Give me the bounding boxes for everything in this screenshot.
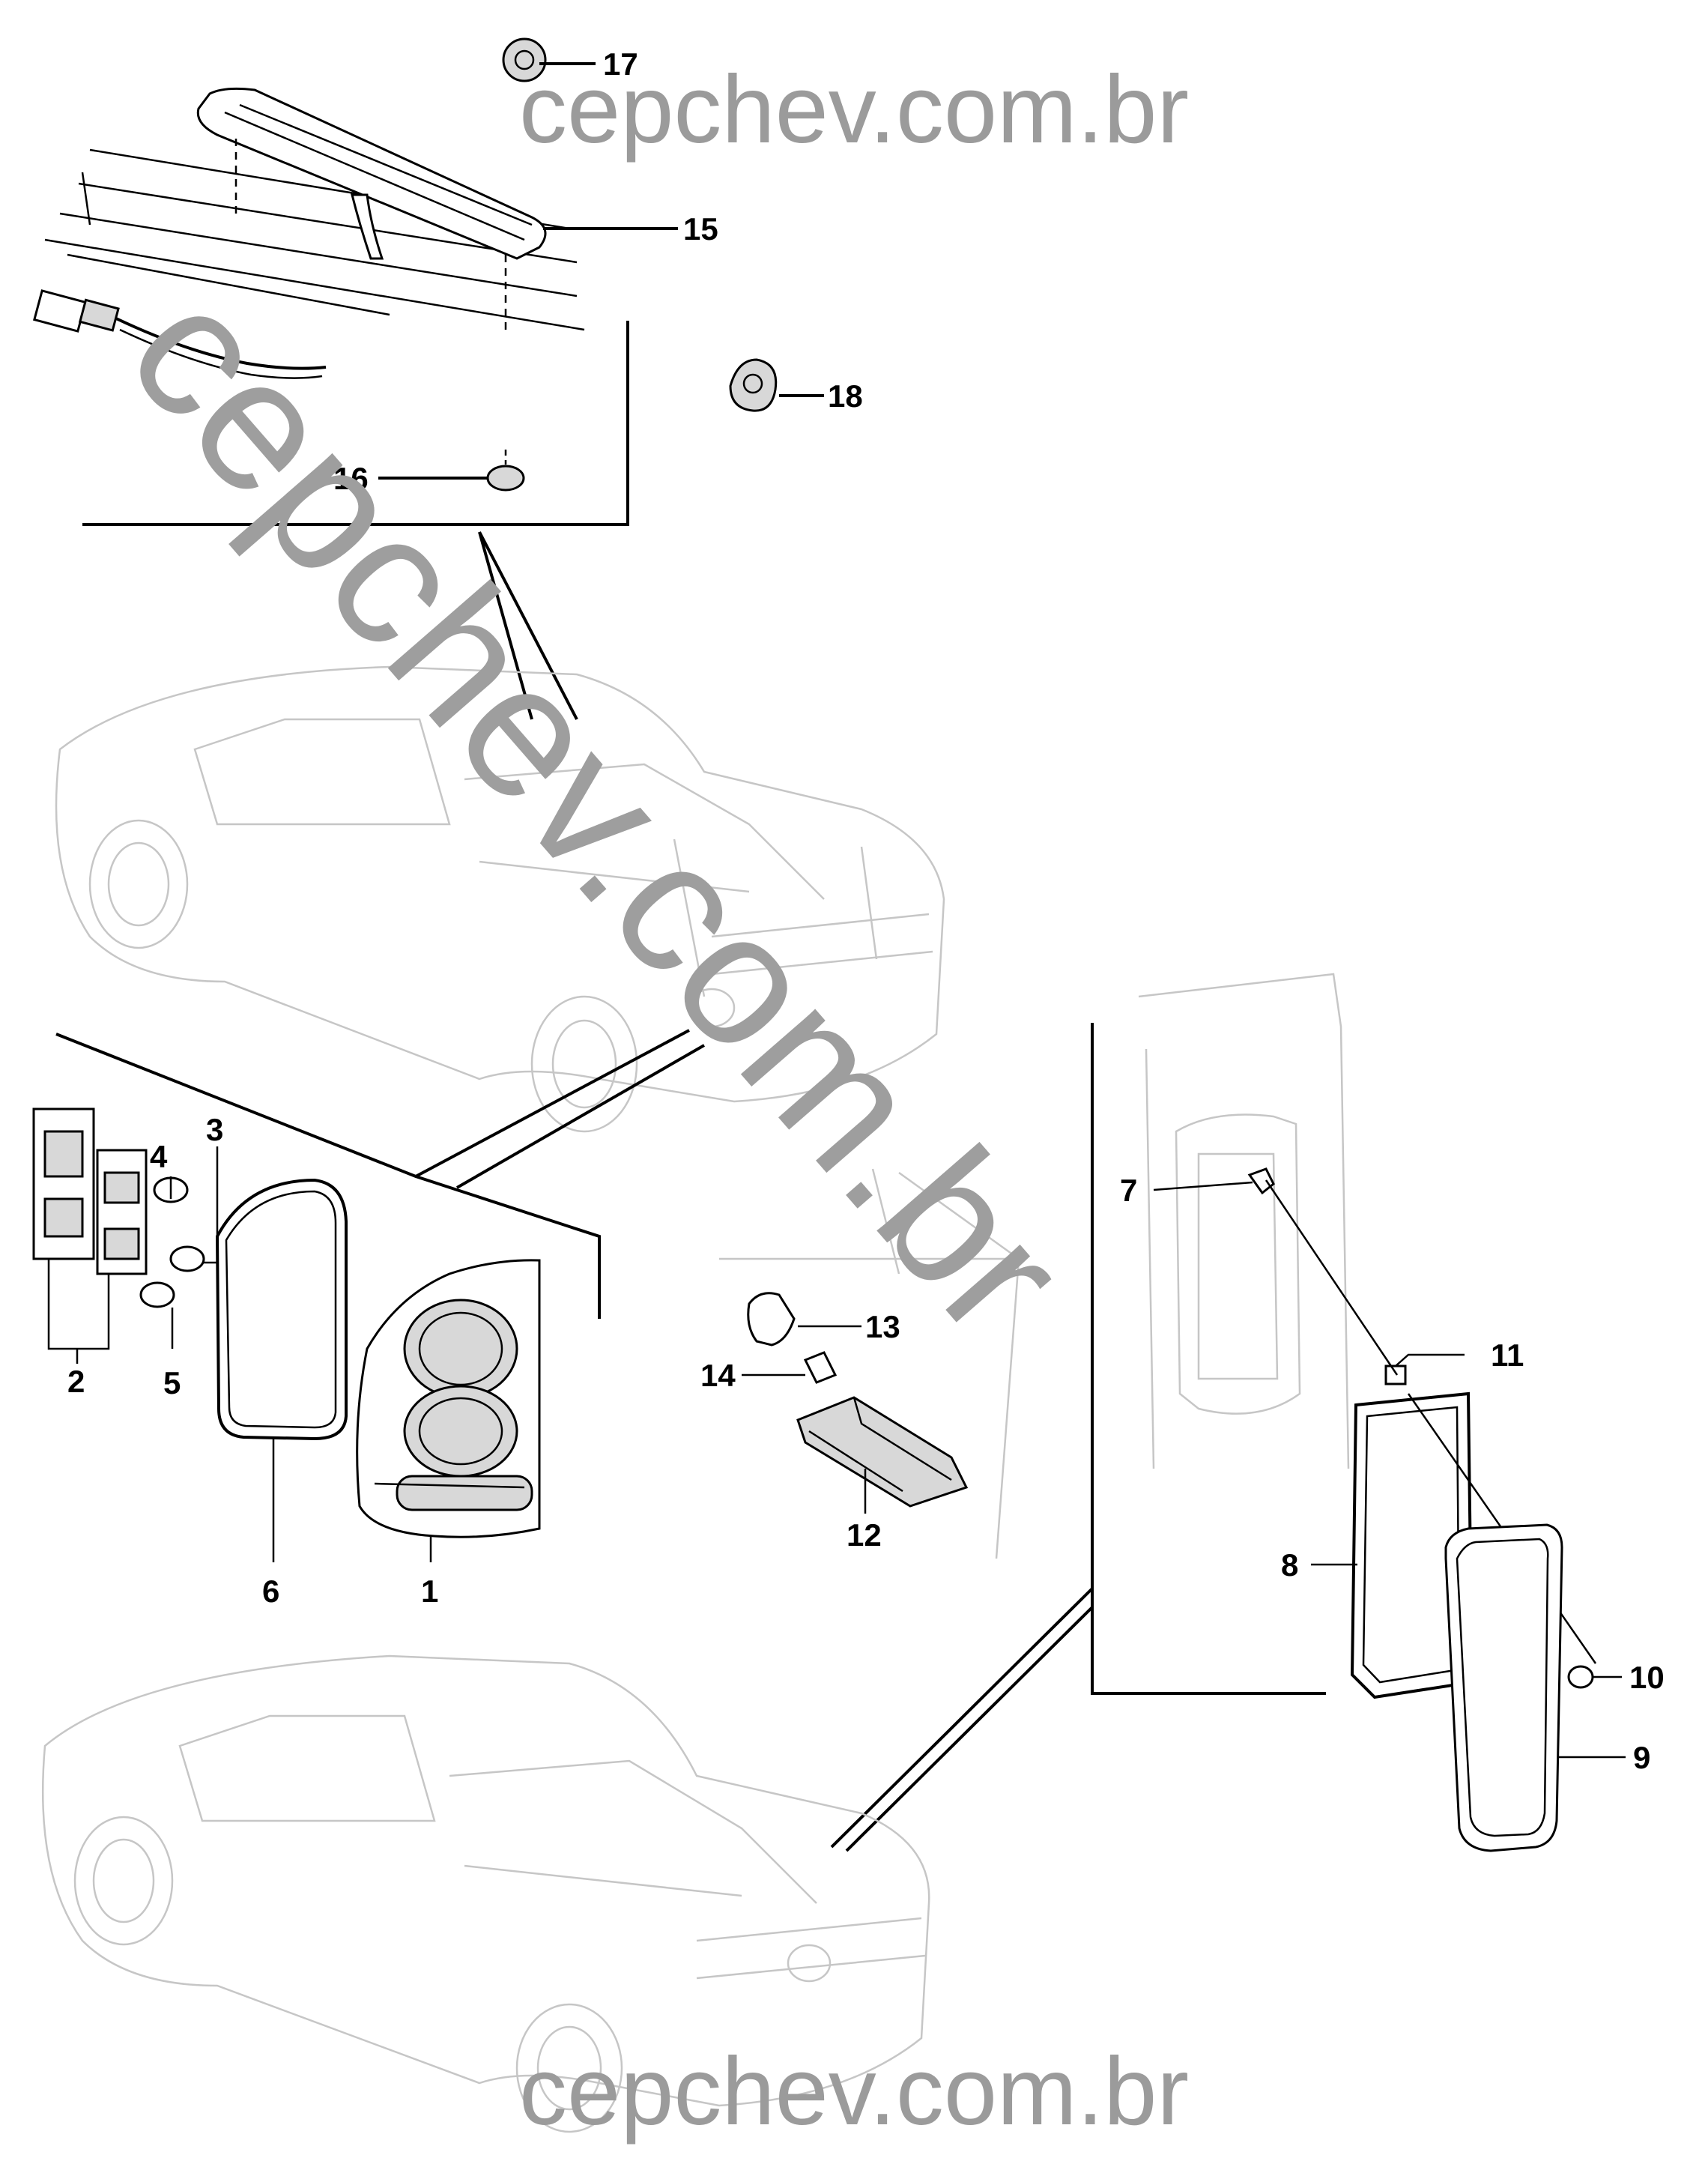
callout-4: 4 (150, 1139, 168, 1174)
tail-lamp-gasket (215, 1178, 348, 1441)
callout-6: 6 (262, 1574, 279, 1609)
callout-18: 18 (828, 378, 863, 414)
detail-tail-lamp (32, 1029, 705, 1538)
callout-3: 3 (206, 1112, 223, 1147)
clip-17 (502, 37, 547, 82)
screw-7 (1247, 1167, 1275, 1195)
callout-9: 9 (1633, 1740, 1650, 1775)
callout-11: 11 (1491, 1338, 1524, 1373)
license-plate-lamp (796, 1396, 969, 1508)
harness-connector (33, 289, 87, 333)
high-mount-stop-lamp-body (196, 87, 547, 260)
callout-16: 16 (333, 461, 369, 496)
pickup-vehicle-illustration-lower (41, 1654, 930, 2133)
bulb-14 (803, 1351, 838, 1384)
bulb-5 (139, 1281, 175, 1308)
callout-14: 14 (700, 1358, 736, 1393)
callout-5: 5 (163, 1365, 181, 1400)
detail-license-lamp (719, 1168, 1020, 1559)
watermark-top: cepchev.com.br (519, 56, 1189, 163)
pickup-vehicle-illustration-upper (55, 665, 945, 1133)
leader-lines (76, 62, 1626, 1759)
detail-rear-body-cover (830, 973, 1597, 1852)
callout-15: 15 (683, 211, 718, 247)
screw-10 (1567, 1665, 1594, 1689)
callout-12: 12 (847, 1517, 882, 1553)
callout-10: 10 (1629, 1660, 1665, 1695)
clip-18 (729, 358, 778, 412)
callout-1: 1 (421, 1574, 438, 1609)
callout-8: 8 (1281, 1547, 1298, 1583)
callout-labels: 17 15 18 16 4 3 2 5 6 1 13 14 12 7 11 8 … (67, 46, 1665, 1775)
callout-17: 17 (603, 46, 638, 82)
clip-nut-11 (1384, 1364, 1407, 1385)
bulb-3 (169, 1245, 205, 1272)
cover-9 (1444, 1523, 1563, 1852)
detail-high-mount-stop-lamp (33, 37, 778, 720)
watermark-bottom: cepchev.com.br (519, 2038, 1189, 2145)
gasket-8 (1350, 1391, 1474, 1699)
grommet-16 (486, 465, 525, 492)
license-lamp-socket (747, 1292, 796, 1347)
callout-13: 13 (865, 1309, 900, 1344)
callout-7: 7 (1120, 1173, 1137, 1208)
callout-2: 2 (67, 1364, 85, 1399)
